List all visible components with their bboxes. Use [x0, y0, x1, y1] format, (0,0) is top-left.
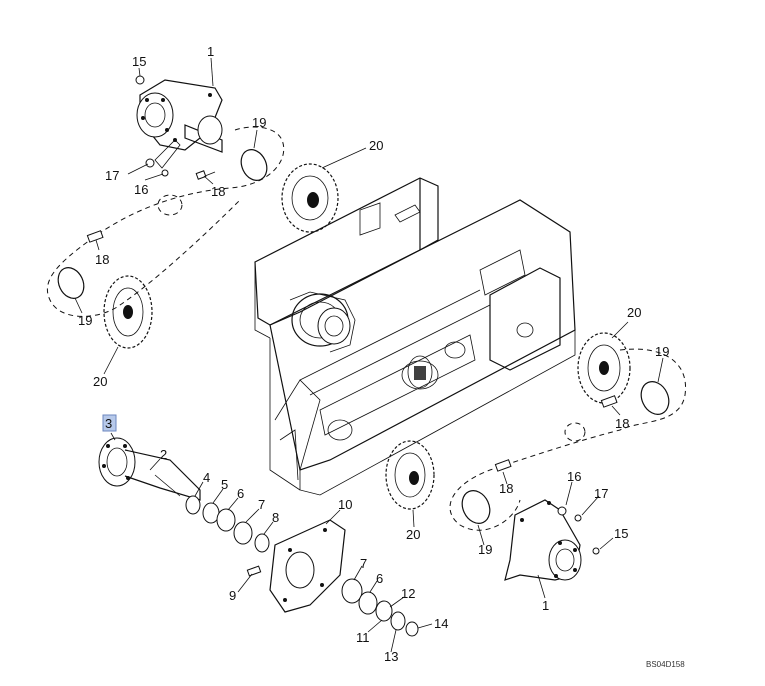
callout-14: 14 — [434, 616, 448, 631]
callout-13: 13 — [384, 649, 398, 664]
callout-7: 7 — [258, 497, 265, 512]
callout-6: 6 — [237, 486, 244, 501]
callout-15-top: 15 — [132, 54, 146, 69]
callout-18-right: 18 — [615, 416, 629, 431]
sprocket-right — [577, 332, 631, 404]
callout-1-top: 1 — [207, 44, 214, 59]
callout-20-left: 20 — [93, 374, 107, 389]
sprocket-bottom — [385, 440, 435, 510]
callout-20-bottom: 20 — [406, 527, 420, 542]
callout-16-top: 16 — [134, 182, 148, 197]
callout-9: 9 — [229, 588, 236, 603]
callout-labels: 1 15 19 20 17 16 18 18 19 20 3 2 4 5 6 7… — [78, 44, 685, 669]
chain-right — [449, 348, 687, 531]
callout-7-lower: 7 — [360, 556, 367, 571]
callout-18-mid: 18 — [499, 481, 513, 496]
drawing-code: BS04D158 — [646, 660, 685, 669]
callout-19-bottom: 19 — [478, 542, 492, 557]
callout-3: 3 — [105, 416, 112, 431]
top-left-hub-assembly — [135, 75, 223, 180]
callout-3-highlight — [102, 414, 117, 432]
leader-lines — [74, 57, 664, 653]
callout-11: 11 — [356, 630, 370, 645]
sprocket-top — [281, 163, 339, 233]
callout-18-left: 18 — [95, 252, 109, 267]
callout-6-lower: 6 — [376, 571, 383, 586]
callout-18-top: 18 — [211, 184, 225, 199]
axle-assembly — [98, 437, 419, 637]
callout-19-left: 19 — [78, 313, 92, 328]
callout-20-top: 20 — [369, 138, 383, 153]
callout-8: 8 — [272, 510, 279, 525]
callout-15-right: 15 — [614, 526, 628, 541]
callout-20-right: 20 — [627, 305, 641, 320]
callout-2: 2 — [160, 447, 167, 462]
callout-4: 4 — [203, 470, 210, 485]
callout-17-top: 17 — [105, 168, 119, 183]
sprocket-left — [103, 275, 153, 349]
callout-17-right: 17 — [594, 486, 608, 501]
callout-1-bottom: 1 — [542, 598, 549, 613]
callout-16-right: 16 — [567, 469, 581, 484]
callout-5: 5 — [221, 477, 228, 492]
chain-top — [46, 126, 285, 317]
callout-19-right: 19 — [655, 344, 669, 359]
callout-10: 10 — [338, 497, 352, 512]
bottom-right-hub-assembly — [504, 499, 600, 581]
callout-19-top: 19 — [252, 115, 266, 130]
chassis-frame — [254, 177, 576, 496]
callout-12: 12 — [401, 586, 415, 601]
